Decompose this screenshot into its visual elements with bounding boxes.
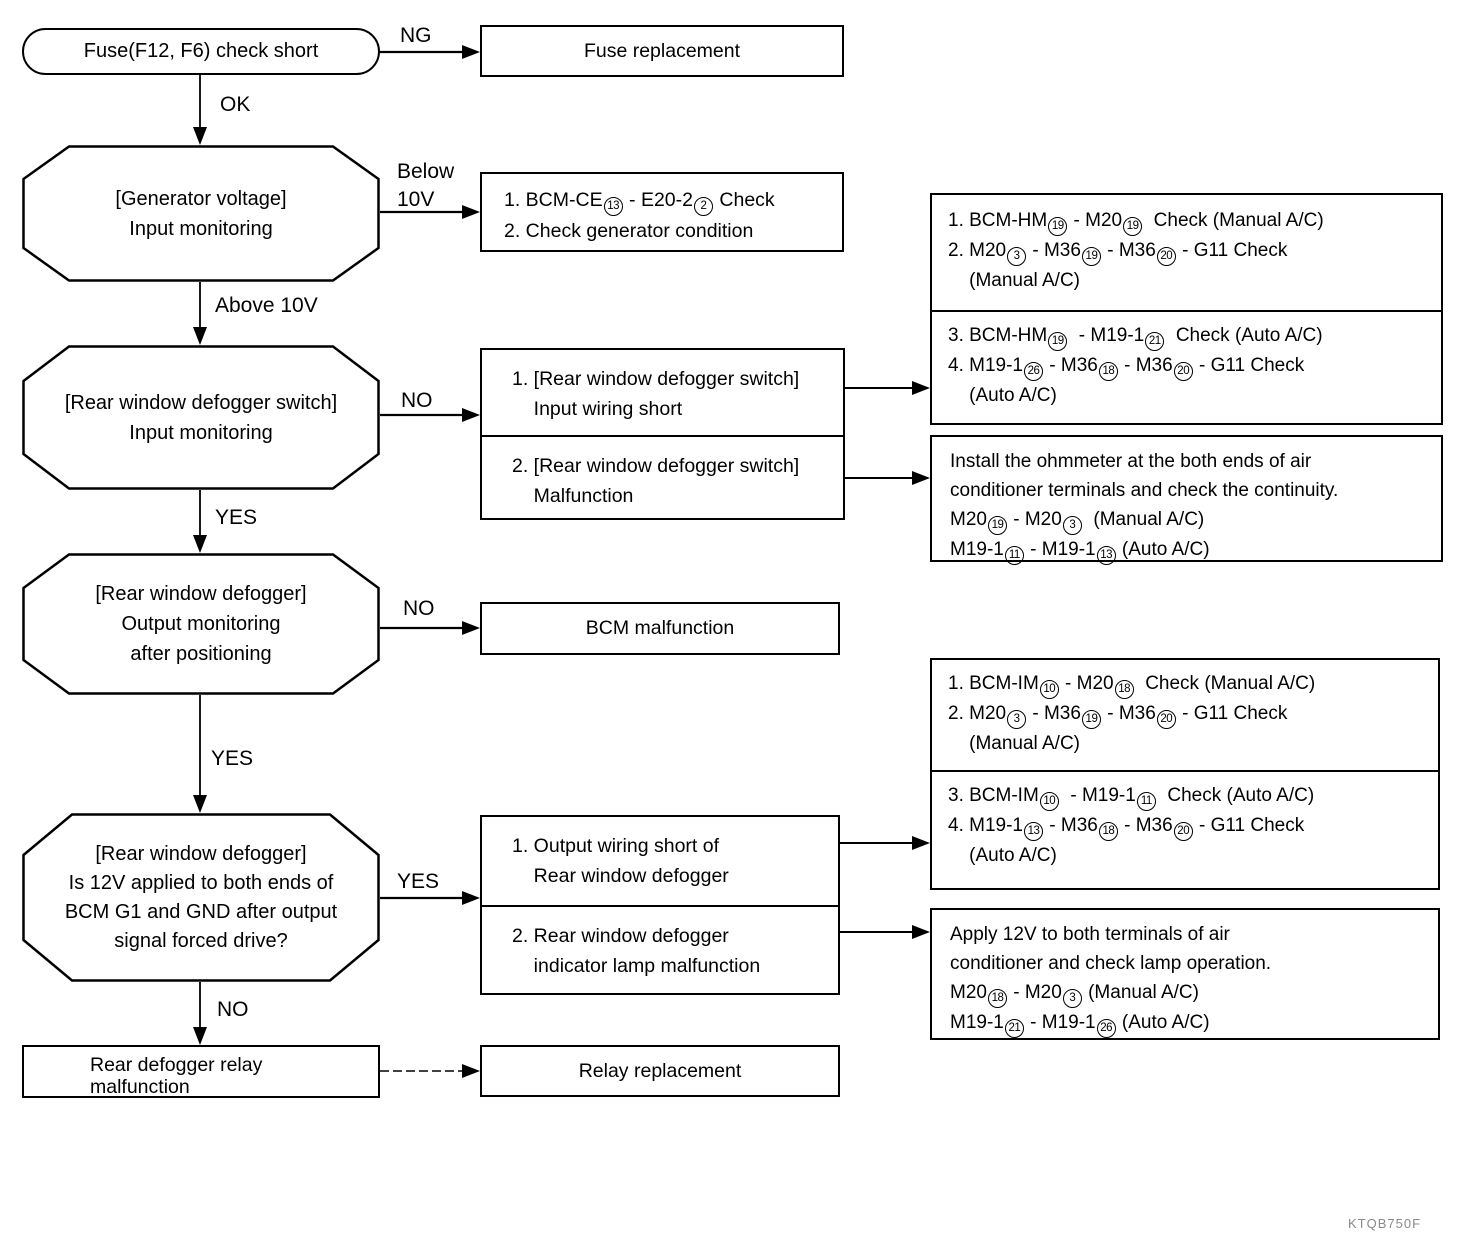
edge-label-no-switch: NO bbox=[401, 389, 433, 412]
edge-label-yes-forced: YES bbox=[397, 870, 440, 893]
node-switch-monitor-shape bbox=[22, 345, 380, 490]
node-fuse-replacement: Fuse replacement bbox=[480, 25, 844, 77]
node-switch-fault-box: 1. [Rear window defogger switch] Input w… bbox=[480, 348, 845, 520]
edge-label-no-forced: NO bbox=[217, 998, 249, 1021]
node-forced-drive-shape bbox=[22, 813, 380, 982]
relay-replacement-label: Relay replacement bbox=[578, 1059, 742, 1082]
watermark-code: KTQB750F bbox=[1348, 1216, 1422, 1231]
node-ohmmeter-instruction: Install the ohmmeter at the both ends of… bbox=[930, 435, 1443, 565]
node-forced-drive-label: [Rear window defogger] Is 12V applied to… bbox=[64, 842, 338, 952]
node-output-monitor-label: [Rear window defogger] Output monitoring… bbox=[95, 583, 307, 665]
edge-label-ng: NG bbox=[400, 24, 432, 47]
edge-label-yes-switch: YES bbox=[215, 506, 258, 529]
node-generator-voltage-shape bbox=[22, 145, 380, 282]
node-generator-voltage-label: [Generator voltage] Input monitoring bbox=[115, 187, 287, 240]
node-apply-12v-instruction: Apply 12V to both terminals of air condi… bbox=[930, 908, 1440, 1040]
edge-label-ok: OK bbox=[220, 93, 251, 116]
node-relay-malfunction: Rear defogger relay malfunction bbox=[22, 1045, 380, 1098]
edge-label-no-output: NO bbox=[403, 597, 435, 620]
edge-label-below-10v: Below 10V bbox=[397, 160, 455, 211]
fuse-replacement-label: Fuse replacement bbox=[583, 39, 741, 62]
section-output-wiring-short: 1. Output wiring short of Rear window de… bbox=[512, 835, 729, 887]
section-switch-malfunction: 2. [Rear window defogger switch] Malfunc… bbox=[482, 434, 843, 518]
node-output-fault-box: 1. Output wiring short of Rear window de… bbox=[480, 815, 840, 995]
fuse-check-label: Fuse(F12, F6) check short bbox=[83, 40, 319, 62]
node-switch-monitor-label: [Rear window defogger switch] Input moni… bbox=[64, 391, 338, 444]
relay-malfunction-label: Rear defogger relay malfunction bbox=[90, 1054, 263, 1098]
edge-label-above-10v: Above 10V bbox=[215, 294, 318, 317]
section-indicator-lamp-malfunction: 2. Rear window defogger indicator lamp m… bbox=[482, 904, 838, 993]
edge-label-yes-output: YES bbox=[211, 747, 254, 770]
bcm-malfunction-label: BCM malfunction bbox=[585, 617, 735, 639]
node-output-monitor-shape bbox=[22, 553, 380, 695]
node-fuse-check: Fuse(F12, F6) check short bbox=[22, 28, 380, 75]
node-relay-replacement: Relay replacement bbox=[480, 1045, 840, 1097]
node-bcm-malfunction: BCM malfunction bbox=[480, 602, 840, 655]
section-switch-input-wiring-short: 1. [Rear window defogger switch] Input w… bbox=[512, 368, 800, 420]
